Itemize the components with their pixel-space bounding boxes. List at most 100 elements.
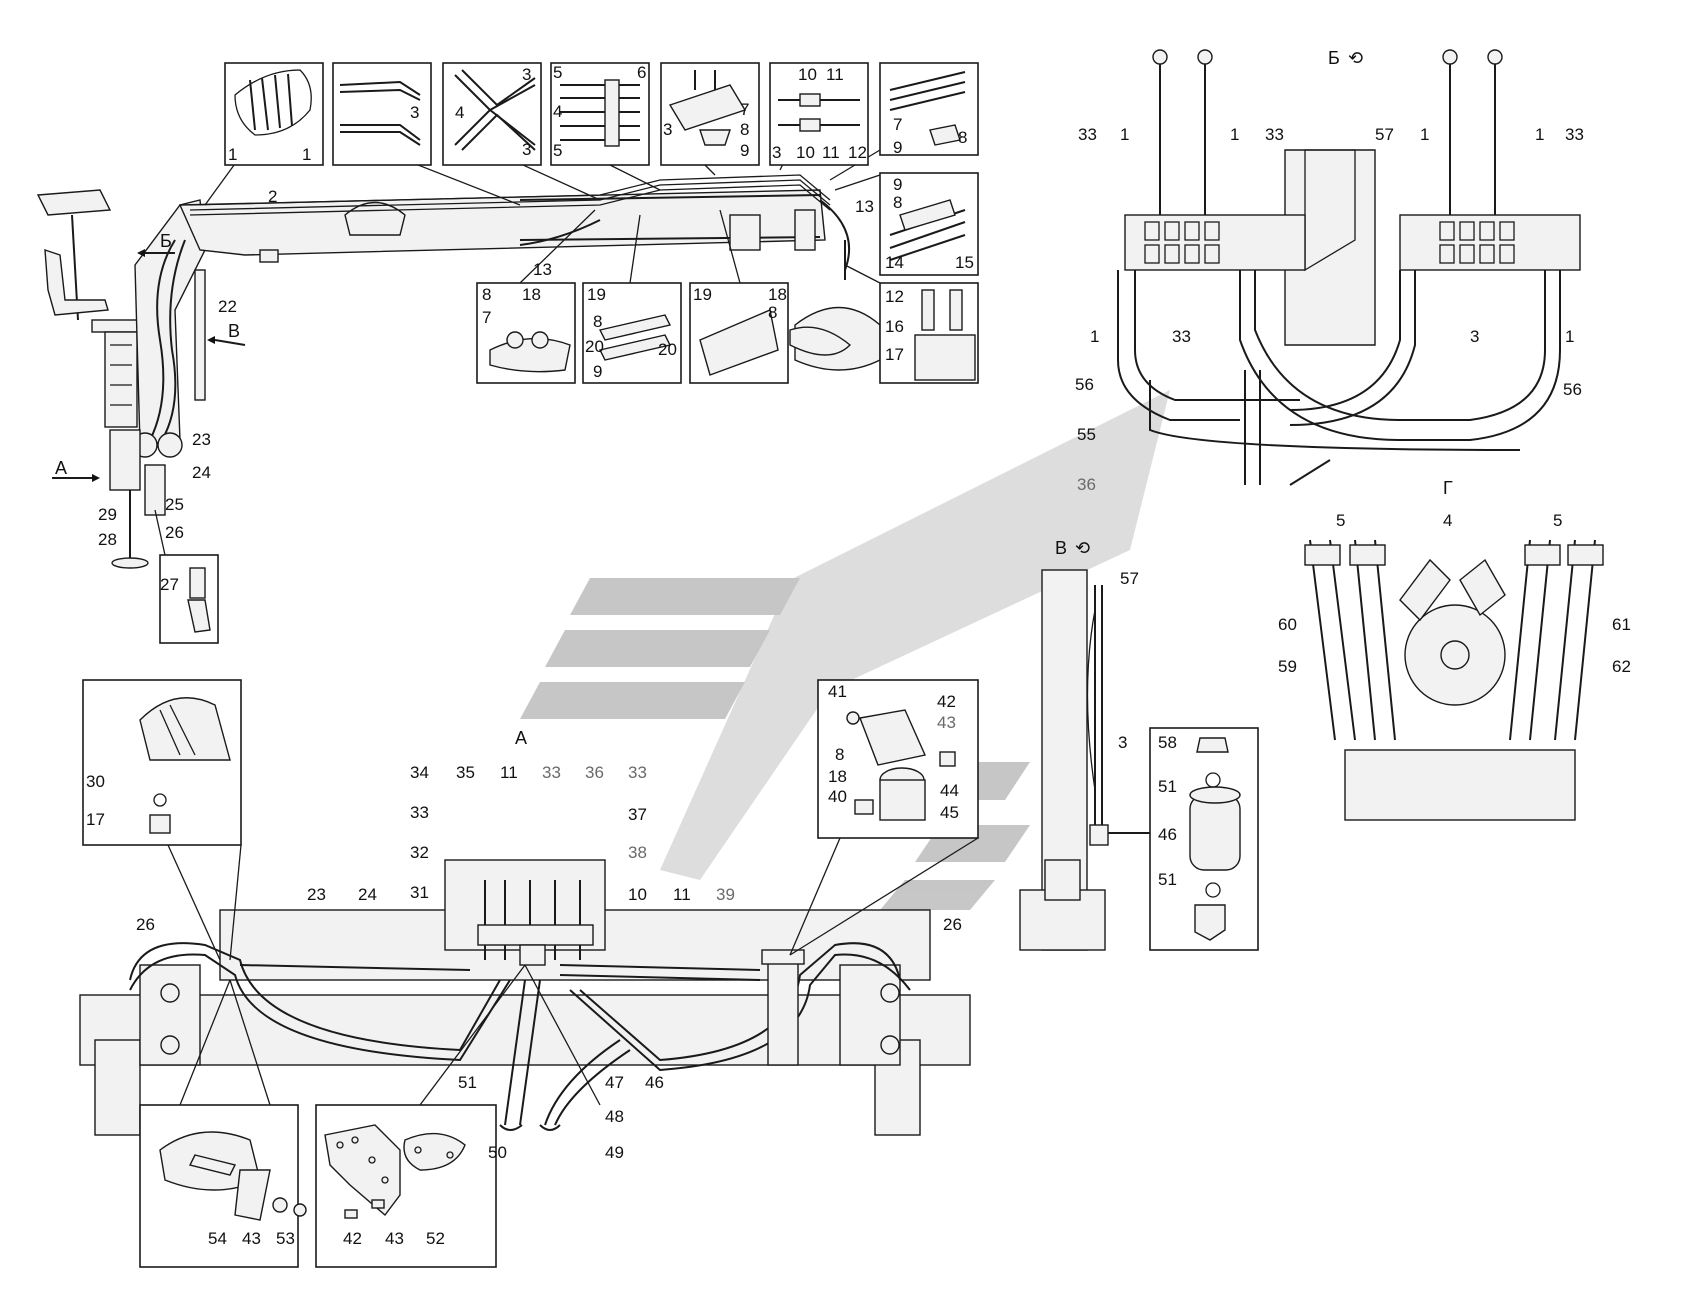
callout: 18 (828, 767, 847, 786)
callout: 46 (1158, 825, 1177, 844)
callout: 29 (98, 505, 117, 524)
callout: 42 (343, 1229, 362, 1248)
callout: 34 (410, 763, 429, 782)
callout: 5 (553, 63, 562, 82)
callout: 24 (192, 463, 211, 482)
callout: 33 (1078, 125, 1097, 144)
view-label-g: Г (1443, 478, 1453, 498)
callout: 15 (955, 253, 974, 272)
callout: 32 (410, 843, 429, 862)
detail-box-clamp (139, 1104, 307, 1268)
callout: 5 (1553, 511, 1562, 530)
callout: 43 (242, 1229, 261, 1248)
callout: 10 (798, 65, 817, 84)
callout: 43 (385, 1229, 404, 1248)
detail-box-10 (582, 282, 682, 384)
callout: 9 (893, 175, 902, 194)
arrow-label-a: А (55, 458, 67, 478)
callout: 55 (1077, 425, 1096, 444)
callout: 51 (458, 1073, 477, 1092)
callout: 33 (628, 763, 647, 782)
callout: 46 (645, 1073, 664, 1092)
callout: 38 (628, 843, 647, 862)
callout: 1 (302, 145, 311, 164)
callout: 57 (1120, 569, 1139, 588)
callout: 26 (136, 915, 155, 934)
callout: 43 (937, 713, 956, 732)
view-leader-lines (167, 837, 979, 1106)
callout: 59 (1278, 657, 1297, 676)
detail-box-3 (442, 62, 542, 166)
callout: 4 (553, 102, 562, 121)
view-a-frame (79, 859, 971, 1136)
callout: 36 (1077, 475, 1096, 494)
callout: 47 (605, 1073, 624, 1092)
callout: 3 (522, 140, 531, 159)
callout: 35 (456, 763, 475, 782)
callout: 33 (410, 803, 429, 822)
callout: 1 (228, 145, 237, 164)
detail-box-plate (315, 1104, 497, 1268)
callout: 54 (208, 1229, 227, 1248)
arrow-label-b: Б (160, 231, 172, 251)
callout: 10 (628, 885, 647, 904)
callout: 11 (673, 885, 691, 904)
callout: 16 (885, 317, 904, 336)
callout: 1 (1535, 125, 1544, 144)
detail-box-7 (879, 62, 979, 156)
callout: 13 (855, 197, 874, 216)
detail-box-8 (879, 172, 979, 276)
callout: 48 (605, 1107, 624, 1126)
callout: 24 (358, 885, 377, 904)
callout: 11 (822, 143, 840, 162)
callout: 8 (740, 120, 749, 139)
view-label-v: В (1055, 538, 1067, 558)
callout: 23 (192, 430, 211, 449)
callout: 3 (410, 103, 419, 122)
callout: 8 (835, 745, 844, 764)
callout: 9 (893, 138, 902, 157)
callout: 19 (693, 285, 712, 304)
view-g-pump (1304, 539, 1604, 821)
callout: 1 (1230, 125, 1239, 144)
callout: 6 (637, 63, 646, 82)
callout: 51 (1158, 870, 1177, 889)
callout: 8 (768, 303, 777, 322)
callout: 8 (893, 193, 902, 212)
callout: 40 (828, 787, 847, 806)
callout: 22 (218, 297, 237, 316)
callout: 3 (522, 65, 531, 84)
callout: 5 (1336, 511, 1345, 530)
callout: 3 (772, 143, 781, 162)
callout: 1 (1120, 125, 1129, 144)
callout: 11 (826, 65, 844, 84)
callout: 12 (885, 287, 904, 306)
callout: 18 (522, 285, 541, 304)
callout: 33 (542, 763, 561, 782)
callout: 18 (768, 285, 787, 304)
callout: 28 (98, 530, 117, 549)
detail-box-27 (159, 554, 219, 644)
callout: 1 (1090, 327, 1099, 346)
callout-numbers: 1 1 3 3 4 3 5 6 4 5 3 7 8 9 10 11 3 10 1… (86, 63, 1631, 1248)
callout: 14 (885, 253, 904, 272)
callout: 33 (1565, 125, 1584, 144)
callout: 7 (893, 115, 902, 134)
callout: 1 (1565, 327, 1574, 346)
callout: 26 (165, 523, 184, 542)
callout: 3 (1470, 327, 1479, 346)
callout: 5 (553, 141, 562, 160)
callout: 36 (585, 763, 604, 782)
callout: 62 (1612, 657, 1631, 676)
callout: 57 (1375, 125, 1394, 144)
callout: 31 (410, 883, 429, 902)
callout: 9 (593, 362, 602, 381)
callout: 27 (160, 575, 179, 594)
callout: 12 (848, 143, 867, 162)
view-labels: Б ⟲ В ⟲ Г А А Б В (55, 48, 1453, 748)
view-label-a: А (515, 728, 527, 748)
callout: 1 (1420, 125, 1429, 144)
detail-box-5 (660, 62, 760, 166)
detail-box-2 (332, 62, 432, 166)
